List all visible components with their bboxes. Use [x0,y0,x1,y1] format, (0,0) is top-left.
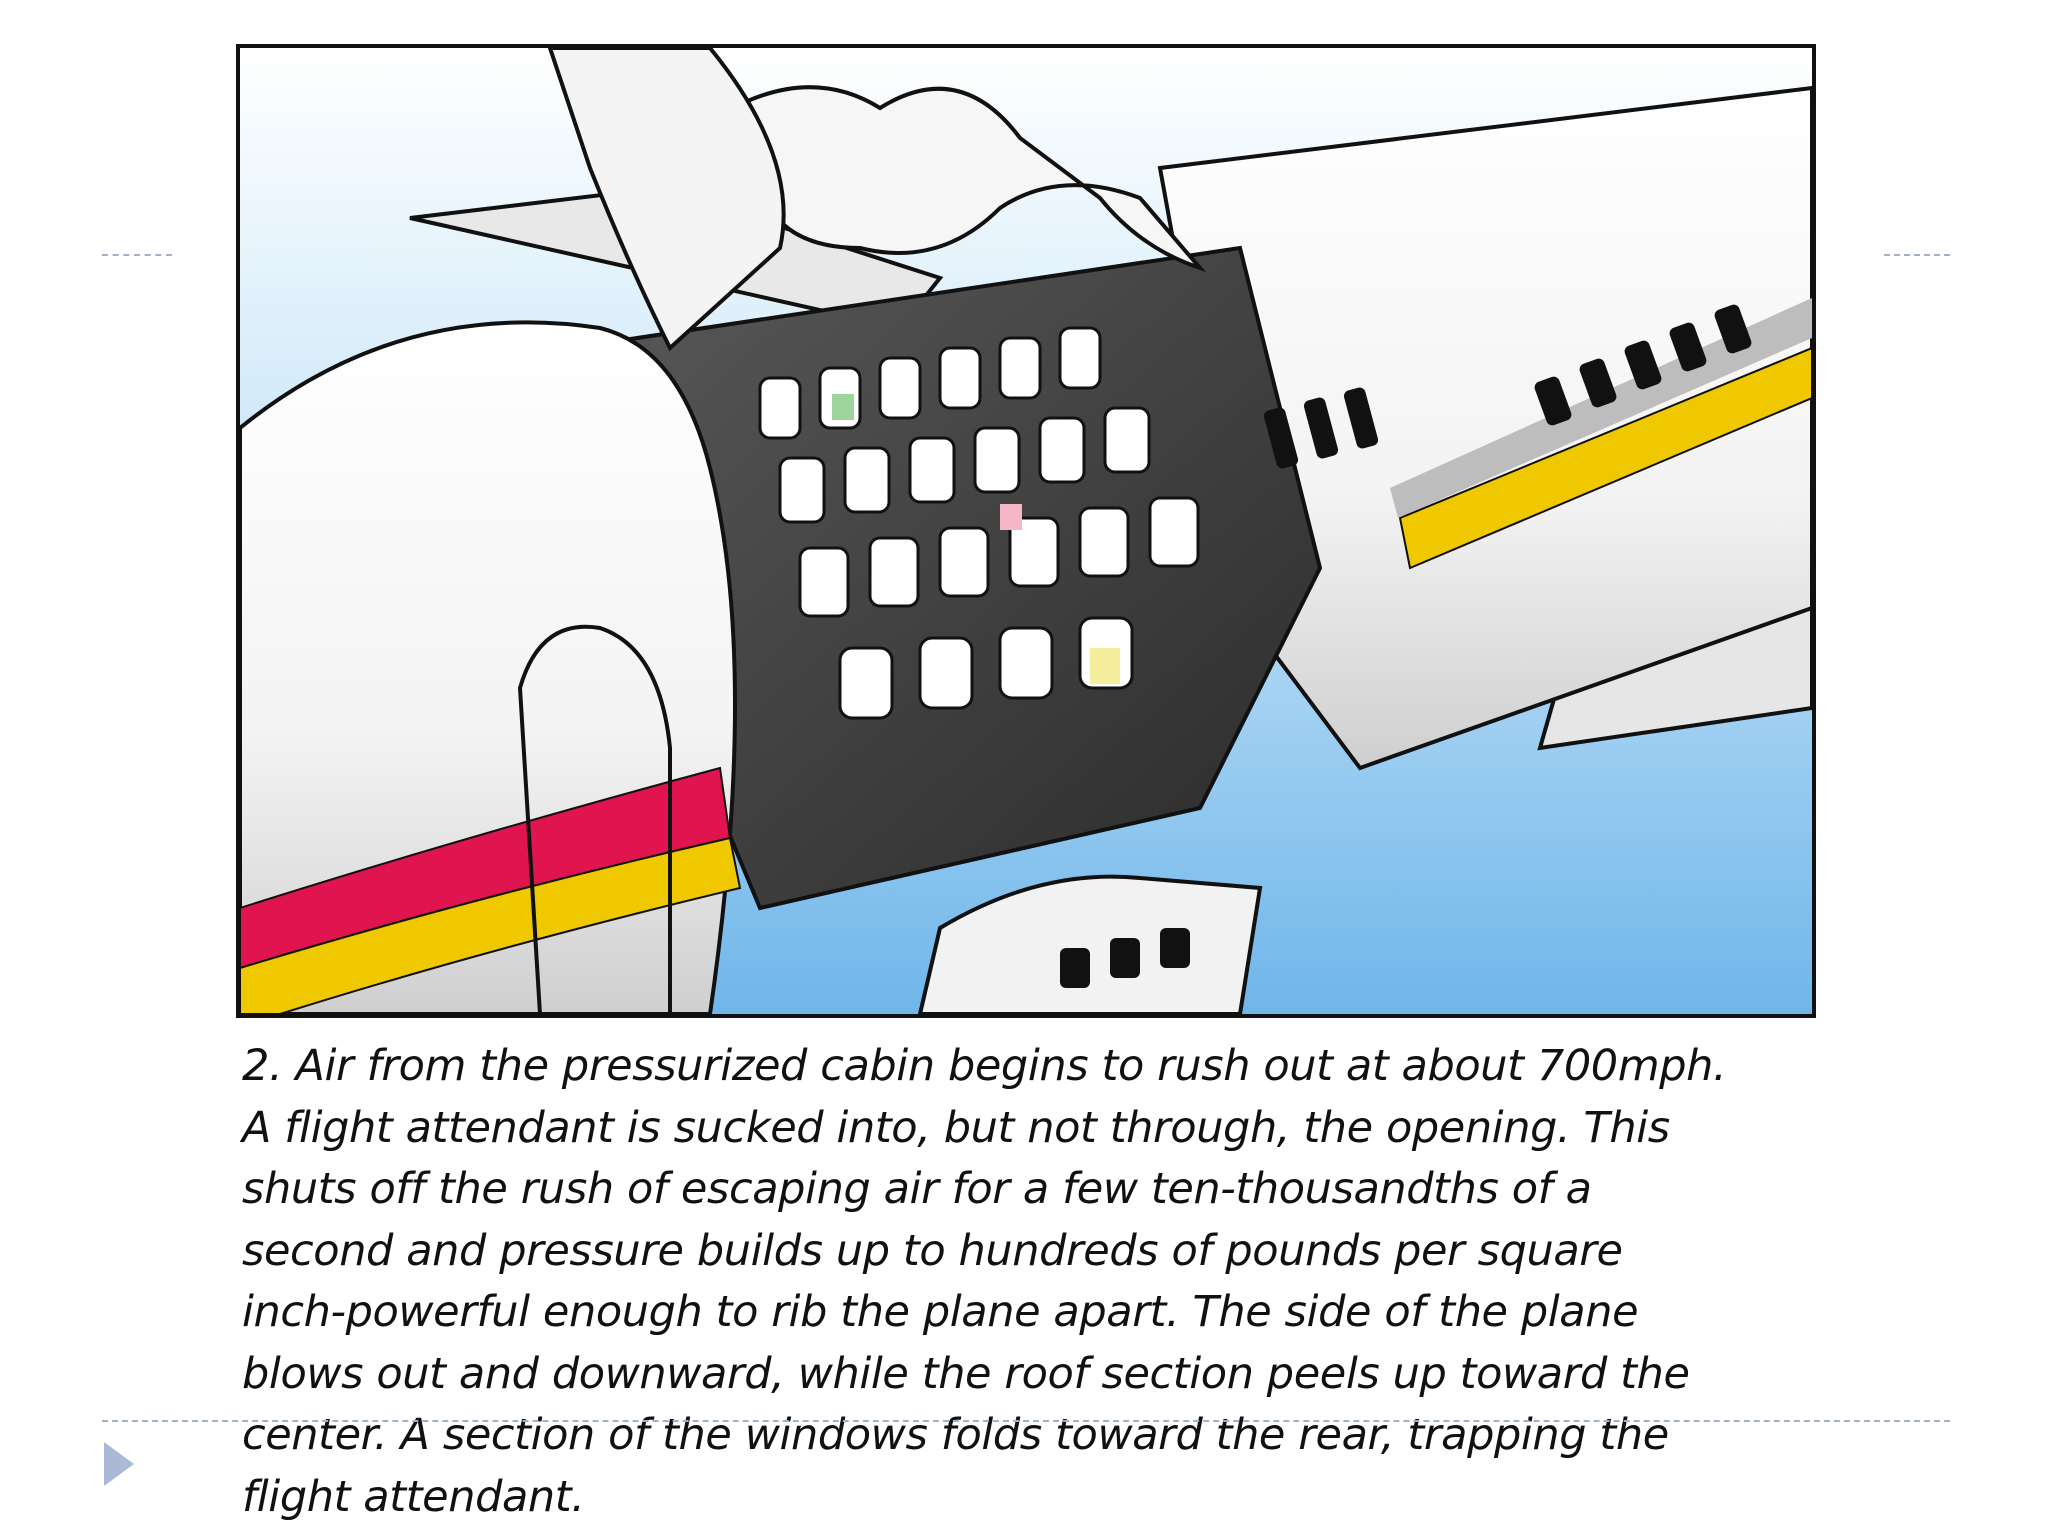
caption-line: A flight attendant is sucked into, but n… [242,1102,1670,1153]
guide-line-top-right [1884,254,1950,256]
caption-line: blows out and downward, while the roof s… [242,1348,1690,1399]
rear-windows [1534,304,1752,426]
rear-stripe-yellow [1398,346,1812,570]
triangle-bullet-icon [104,1442,134,1486]
guide-line-bottom [102,1420,1950,1422]
caption-line: center. A section of the windows folds t… [242,1410,1669,1460]
caption-line: 2. Air from the pressurized cabin begins… [242,1041,1727,1091]
torn-window-frame [1263,387,1379,469]
guide-line-top-left [102,254,172,256]
roof-section-peeled [696,85,1207,273]
side-panel-blown-out [917,874,1263,1014]
lower-windows [1060,928,1190,988]
airplane-decompression-illustration [236,44,1816,1018]
caption-line: flight attendant. [242,1471,585,1522]
caption-line: shuts off the rush of escaping air for a… [242,1164,1592,1214]
roof-flap [547,48,786,352]
passenger-seats [758,326,1200,720]
passenger-highlights [832,394,1120,684]
front-stripe-yellow [240,836,742,1014]
slide-caption: 2. Air from the pressurized cabin begins… [242,1036,1862,1528]
caption-line: inch-powerful enough to rib the plane ap… [242,1287,1639,1337]
caption-line: second and pressure builds up to hundred… [242,1225,1623,1276]
rear-stripe-grey [1390,298,1812,518]
cabin-door-outline [517,624,672,1014]
